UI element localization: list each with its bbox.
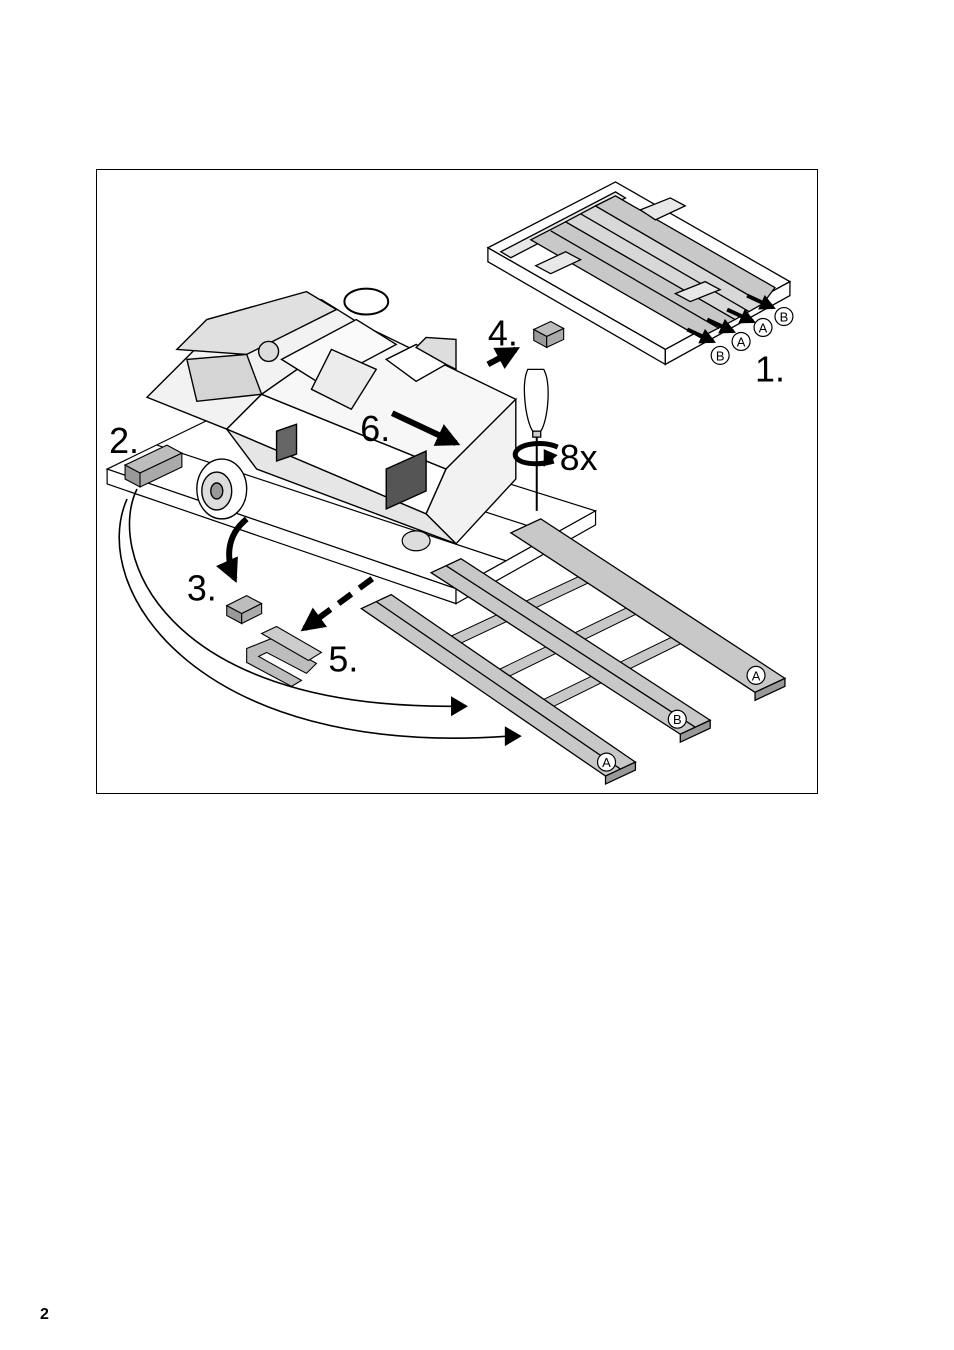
unpacking-illustration: B A A B <box>97 170 817 793</box>
page-number: 2 <box>40 1306 49 1324</box>
crate-label-a1: A <box>737 334 746 349</box>
step-3-label: 3. <box>187 569 217 609</box>
ramp-board-right <box>511 519 785 700</box>
front-wheel <box>197 459 247 519</box>
ramp-label-left: A <box>602 755 611 770</box>
step-1-label: 1. <box>755 349 785 389</box>
ramp-label-right: A <box>752 668 761 683</box>
step-5-label: 5. <box>328 639 358 679</box>
step-6-label: 6. <box>360 409 390 449</box>
crate-label-b2: B <box>780 310 789 325</box>
wood-block-step3 <box>227 596 262 624</box>
crate-label-b1: B <box>716 348 725 363</box>
crate-label-a2: A <box>759 320 768 335</box>
step-2-label: 2. <box>109 421 139 461</box>
screw-count-label: 8x <box>560 438 598 478</box>
rear-wheel <box>402 531 430 551</box>
u-bracket-step5 <box>247 627 322 687</box>
step-4-label: 4. <box>488 313 518 353</box>
figure-frame: B A A B <box>96 169 818 794</box>
steering-wheel-icon <box>344 289 388 315</box>
wood-block-step4 <box>534 322 564 348</box>
ramp-label-middle: B <box>673 712 682 727</box>
